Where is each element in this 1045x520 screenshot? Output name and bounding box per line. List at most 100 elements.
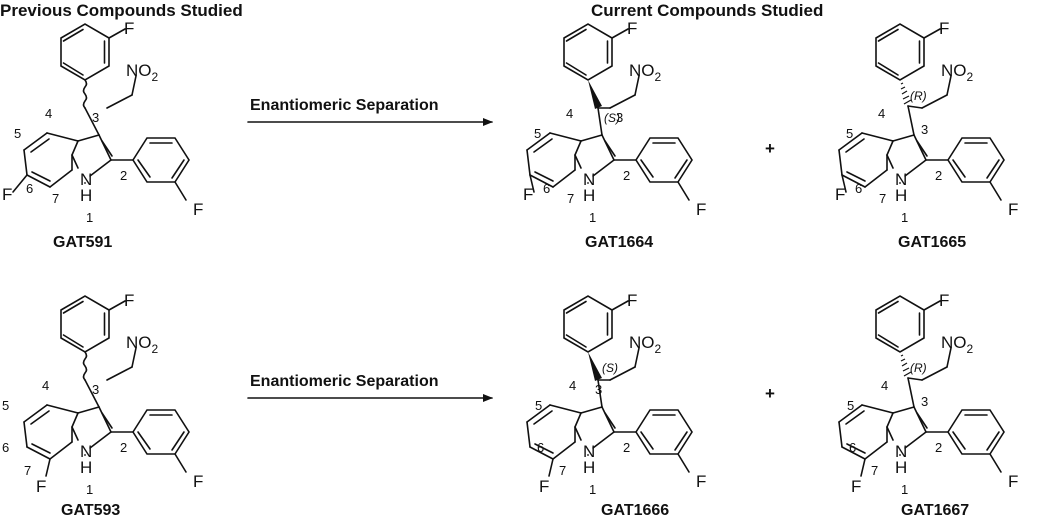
fluorine-label: F [523, 185, 533, 204]
molecule-product-r-row1: (R) F NO2 N H F F 4 5 6 7 3 2 1 [835, 19, 1018, 225]
position-2: 2 [120, 168, 127, 183]
position-5: 5 [2, 398, 9, 413]
position-6: 6 [537, 440, 544, 455]
nitro-label: NO2 [941, 61, 974, 84]
position-4: 4 [42, 378, 49, 393]
position-2: 2 [623, 168, 630, 183]
fluorine-label: F [36, 477, 46, 496]
hashed-wedge-bond [900, 82, 912, 105]
position-1: 1 [589, 210, 596, 225]
fluorine-label: F [851, 477, 861, 496]
molecule-start-row1: F NO2 N H F F 4 5 6 7 3 2 1 [2, 19, 203, 225]
position-5: 5 [14, 126, 21, 141]
molecule-product-r-row2: (R) F NO2 N H F F 4 5 6 7 3 2 1 [838, 291, 1018, 497]
position-7: 7 [52, 191, 59, 206]
stereo-descriptor: (S) [602, 361, 618, 375]
compound-name-gat1666: GAT1666 [601, 502, 669, 519]
fluorine-label: F [696, 200, 706, 219]
position-3: 3 [616, 110, 623, 125]
nitro-label: NO2 [629, 61, 662, 84]
molecule-product-s-row1: (S) F NO2 N H F F 4 5 6 7 3 2 1 [523, 19, 706, 225]
nh-h-label: H [583, 186, 595, 205]
nh-h-label: H [80, 186, 92, 205]
nh-n-label: N [895, 442, 907, 461]
position-4: 4 [566, 106, 573, 121]
nh-n-label: N [583, 170, 595, 189]
position-1: 1 [589, 482, 596, 497]
nh-h-label: H [583, 458, 595, 477]
position-6: 6 [543, 181, 550, 196]
hashed-wedge-bond [900, 354, 912, 377]
fluorine-label: F [124, 291, 134, 310]
nh-n-label: N [895, 170, 907, 189]
position-3: 3 [595, 382, 602, 397]
position-7: 7 [879, 191, 886, 206]
nh-h-label: H [895, 186, 907, 205]
fluorine-label: F [696, 472, 706, 491]
position-4: 4 [878, 106, 885, 121]
reaction-arrow-row2: Enantiomeric Separation [247, 373, 493, 402]
position-3: 3 [92, 110, 99, 125]
position-5: 5 [535, 398, 542, 413]
position-4: 4 [45, 106, 52, 121]
fluorine-label: F [627, 291, 637, 310]
position-5: 5 [847, 398, 854, 413]
fluorine-label: F [2, 185, 12, 204]
stereo-descriptor: (R) [910, 89, 927, 103]
nitro-label: NO2 [941, 333, 974, 356]
compound-name-gat1665: GAT1665 [898, 234, 966, 251]
position-5: 5 [534, 126, 541, 141]
position-2: 2 [120, 440, 127, 455]
arrow-label: Enantiomeric Separation [250, 373, 439, 390]
arrow-label: Enantiomeric Separation [250, 97, 439, 114]
position-3: 3 [921, 122, 928, 137]
position-1: 1 [86, 210, 93, 225]
molecule-product-s-row2: (S) F NO2 N H F F 4 5 6 7 3 2 1 [526, 291, 706, 497]
position-5: 5 [846, 126, 853, 141]
fluorine-label: F [939, 19, 949, 38]
nh-n-label: N [80, 170, 92, 189]
position-7: 7 [871, 463, 878, 478]
position-7: 7 [559, 463, 566, 478]
position-2: 2 [623, 440, 630, 455]
position-2: 2 [935, 440, 942, 455]
fluorine-label: F [835, 185, 845, 204]
plus-sign: + [765, 139, 775, 158]
fluorine-label: F [1008, 200, 1018, 219]
position-6: 6 [849, 440, 856, 455]
header-current: Current Compounds Studied [591, 1, 823, 20]
nitro-label: NO2 [126, 61, 159, 84]
nh-n-label: N [80, 442, 92, 461]
position-1: 1 [901, 210, 908, 225]
nitro-label: NO2 [629, 333, 662, 356]
position-2: 2 [935, 168, 942, 183]
molecule-start-row2: F NO2 N H F F 4 5 6 7 3 2 1 [2, 291, 203, 497]
compound-name-gat1667: GAT1667 [901, 502, 969, 519]
header-previous: Previous Compounds Studied [0, 1, 243, 20]
position-4: 4 [881, 378, 888, 393]
nh-n-label: N [583, 442, 595, 461]
position-3: 3 [92, 382, 99, 397]
reaction-arrow-row1: Enantiomeric Separation [247, 97, 493, 126]
fluorine-label: F [1008, 472, 1018, 491]
position-6: 6 [855, 181, 862, 196]
position-7: 7 [567, 191, 574, 206]
fluorine-label: F [193, 472, 203, 491]
fluorine-label: F [939, 291, 949, 310]
nh-h-label: H [895, 458, 907, 477]
nitro-label: NO2 [126, 333, 159, 356]
position-4: 4 [569, 378, 576, 393]
compound-name-gat591: GAT591 [53, 234, 112, 251]
compound-name-gat1664: GAT1664 [585, 234, 653, 251]
position-1: 1 [86, 482, 93, 497]
stereo-descriptor: (R) [910, 361, 927, 375]
fluorine-label: F [124, 19, 134, 38]
position-6: 6 [26, 181, 33, 196]
position-1: 1 [901, 482, 908, 497]
fluorine-label: F [627, 19, 637, 38]
compound-name-gat593: GAT593 [61, 502, 120, 519]
nh-h-label: H [80, 458, 92, 477]
position-7: 7 [24, 463, 31, 478]
position-3: 3 [921, 394, 928, 409]
